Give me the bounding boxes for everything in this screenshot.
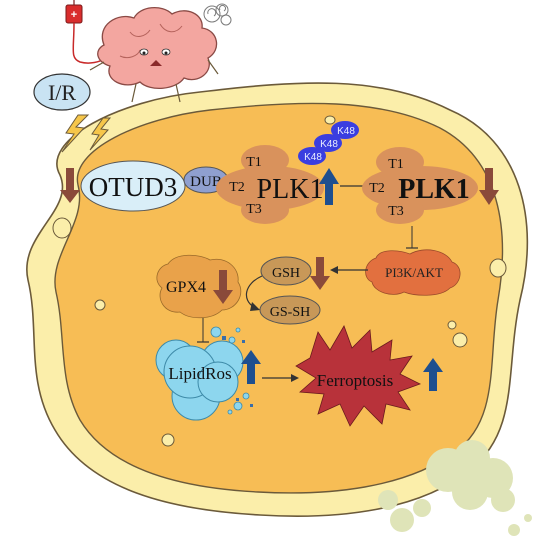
- green-blob-cluster: [378, 440, 532, 536]
- brain-icon: [89, 7, 219, 103]
- k48-label: K48: [337, 126, 355, 137]
- dub-label: DUB: [190, 174, 222, 190]
- k48-label: K48: [320, 139, 338, 150]
- lipidros-up-arrow: [241, 350, 261, 384]
- blood-bag-cross: +: [71, 9, 77, 21]
- plk1-left-t1: T1: [246, 155, 262, 170]
- k48-label: K48: [304, 152, 322, 163]
- plk1-left-t2: T2: [229, 180, 245, 195]
- plk1-left-label: PLK1: [257, 174, 324, 205]
- membrane-bubble: [161, 433, 175, 447]
- membrane-bubble: [324, 115, 336, 125]
- otud3-label: OTUD3: [89, 172, 178, 202]
- plk1-right-t1: T1: [388, 157, 404, 172]
- otud3-node: [80, 160, 186, 212]
- ir-label: I/R: [48, 80, 76, 105]
- membrane-bubble: [489, 258, 507, 278]
- membrane-bubble: [52, 217, 72, 239]
- gpx4-label: GPX4: [166, 279, 206, 296]
- otud3-down-arrow: [60, 168, 80, 203]
- ros-particles-dark: [222, 336, 253, 407]
- arrow-gsh-to-gssh: [245, 275, 263, 311]
- gssh-label: GS-SH: [270, 305, 310, 320]
- membrane-bubble: [452, 332, 468, 348]
- k48-bead: [331, 121, 359, 139]
- lightning-icon: [61, 114, 112, 153]
- k48-chain: K48 K48 K48: [298, 121, 359, 165]
- ferroptosis-up-arrow: [423, 358, 443, 391]
- membrane-bubble: [94, 299, 106, 311]
- lipidros-label: LipidRos: [168, 364, 231, 383]
- plk1-right-down-arrow: [479, 168, 499, 205]
- k48-bead: [298, 147, 326, 165]
- lipidros-node: [155, 339, 244, 421]
- ferroptosis-node: [295, 325, 422, 427]
- plk1-right-label: PLK1: [398, 174, 470, 205]
- dizzy-swirl-icon: [203, 3, 232, 26]
- inhibit-gpx4-to-lipidros: [197, 318, 209, 343]
- plk1-node-left: [216, 145, 324, 224]
- ir-badge: [33, 73, 91, 111]
- plk1-left-up-arrow: [319, 168, 339, 205]
- pi3k-akt-node: [365, 249, 461, 296]
- gsh-down-arrow: [310, 257, 330, 290]
- plk1-left-t3: T3: [246, 202, 262, 217]
- arrow-lipidros-to-ferroptosis: [262, 374, 299, 382]
- k48-bead: [314, 134, 342, 152]
- ros-particles: [210, 326, 250, 415]
- plk1-node-right: [362, 147, 478, 224]
- ferroptosis-label: Ferroptosis: [317, 371, 394, 390]
- plk1-right-t3: T3: [388, 204, 404, 219]
- membrane-bubble: [447, 320, 457, 330]
- arrow-pi3k-to-gsh: [330, 266, 368, 274]
- plk1-right-t2: T2: [369, 181, 385, 196]
- inhibit-plk1-to-pi3k: [406, 226, 418, 249]
- gsh-label: GSH: [272, 266, 300, 281]
- pi3k-akt-label: PI3K/AKT: [385, 265, 443, 280]
- gpx4-down-arrow: [213, 270, 233, 304]
- gsh-node: [260, 256, 312, 286]
